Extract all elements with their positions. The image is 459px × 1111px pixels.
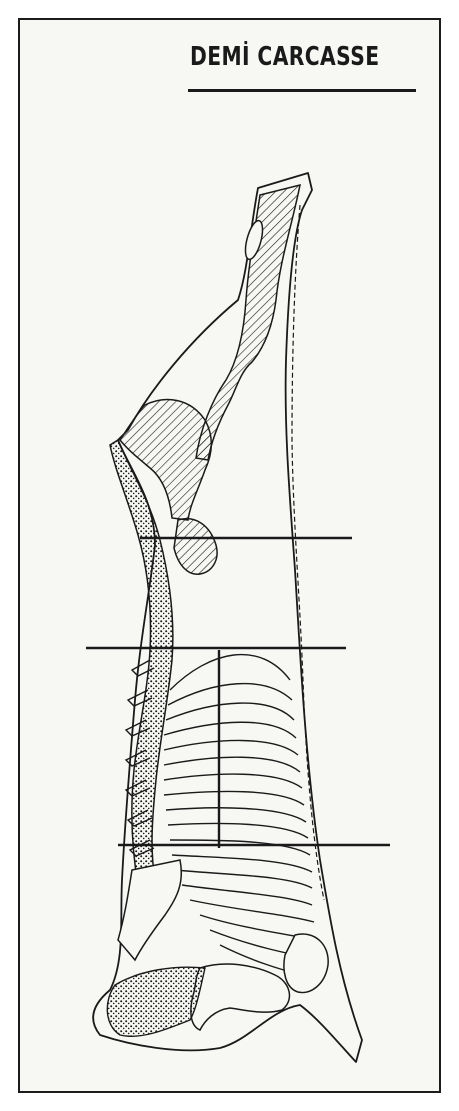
carcass-inner-line [292,205,324,900]
neck-region [107,967,205,1036]
shoulder-blade [118,860,181,960]
rib-cage [164,655,316,976]
sternum-bone [284,934,328,992]
spine-column [110,440,173,885]
sacrum-bone [174,519,217,575]
humerus-bone [191,964,290,1030]
